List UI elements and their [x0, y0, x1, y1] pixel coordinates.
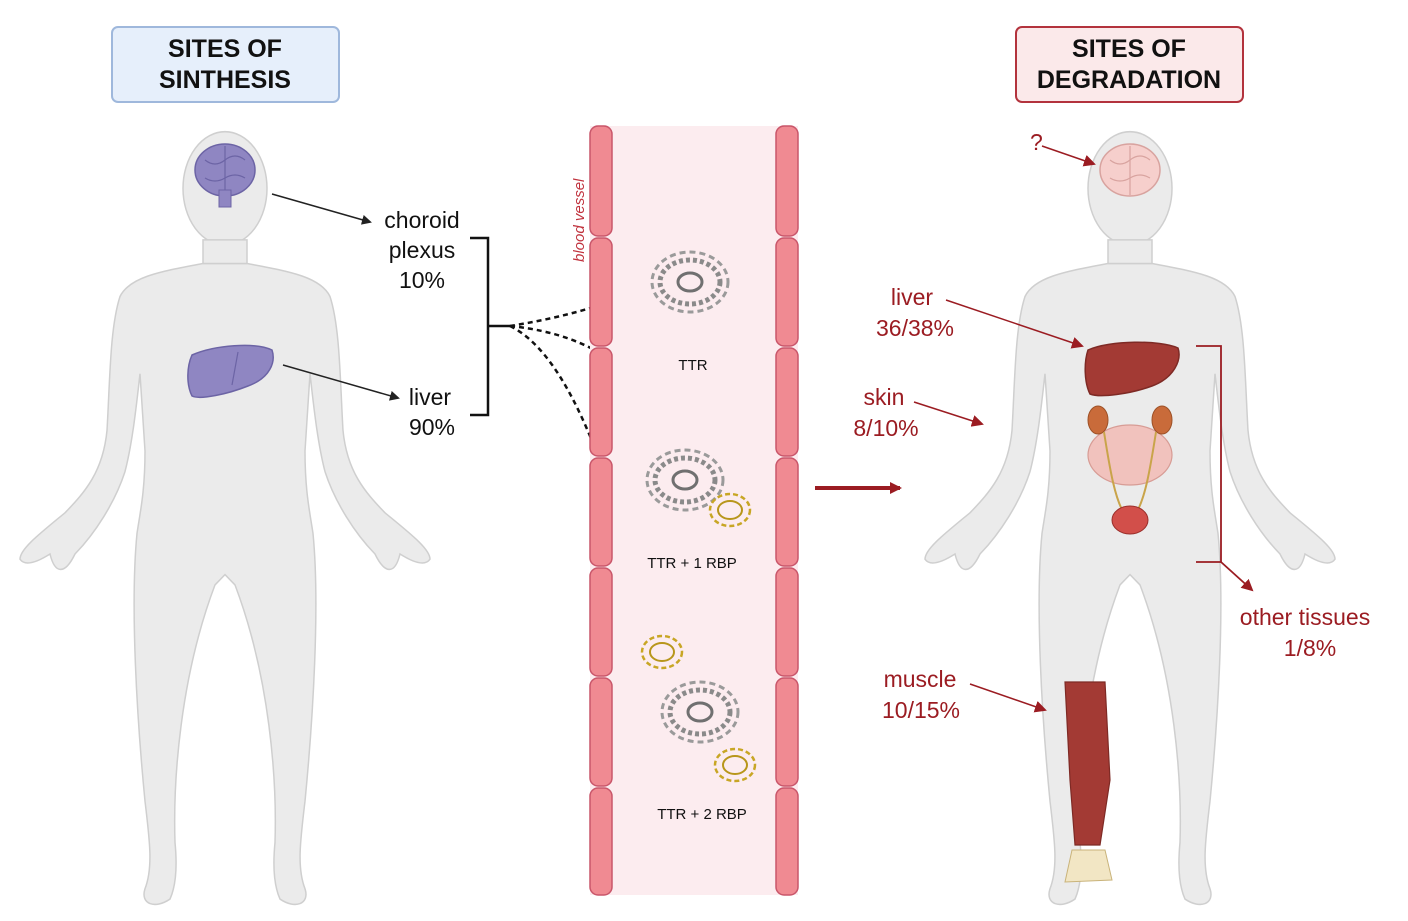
degradation-brain-icon	[1099, 143, 1161, 197]
degradation-title-line1: SITES OF	[1072, 35, 1186, 63]
liver-synthesis-percentage: 90%	[409, 414, 455, 440]
brain-unknown-mark: ?	[1030, 129, 1043, 155]
choroid-label-line2: plexus	[389, 237, 455, 263]
other-tissues-bracket	[1196, 345, 1222, 563]
ttr-2rbp-label: TTR + 2 RBP	[657, 806, 747, 823]
synthesis-body-figure	[19, 130, 431, 906]
degradation-title-box	[1015, 26, 1244, 103]
choroid-label-line1: choroid	[384, 207, 459, 233]
synthesis-brain-icon	[194, 143, 256, 208]
synthesis-title-line1: SITES OF	[168, 35, 282, 63]
synthesis-panel: SITES OF SINTHESIS choroid plexus 10% li…	[19, 26, 510, 906]
liver-degradation-percentage: 36/38%	[876, 315, 954, 341]
ttr-label: TTR	[678, 357, 707, 374]
skin-percentage: 8/10%	[853, 415, 918, 441]
degradation-leg-muscle-icon	[1064, 681, 1113, 883]
other-tissues-label: other tissues	[1240, 604, 1370, 630]
skin-arrow	[913, 401, 984, 427]
synthesis-title-line2: SINTHESIS	[159, 66, 291, 94]
muscle-label: muscle	[884, 666, 957, 692]
muscle-percentage: 10/15%	[882, 697, 960, 723]
synthesis-title-box	[111, 26, 340, 103]
blood-vessel: blood vessel TTR TTR + 1 RBP TTR + 2 RBP	[571, 125, 799, 896]
brain-degradation-arrow	[1041, 145, 1096, 167]
liver-synthesis-label: liver	[409, 384, 452, 410]
liver-synthesis-arrow	[282, 364, 400, 401]
muscle-arrow	[969, 683, 1047, 713]
degradation-liver-icon	[1084, 341, 1180, 397]
vessel-left-wall	[589, 125, 613, 896]
degradation-title-line2: DEGRADATION	[1037, 66, 1221, 94]
other-tissues-percentage: 1/8%	[1284, 635, 1336, 661]
degradation-organs-icon	[1087, 405, 1173, 535]
ttr-1rbp-label: TTR + 1 RBP	[647, 555, 737, 572]
degradation-panel: SITES OF DEGRADATION ? liver 36/38%	[853, 26, 1370, 906]
synthesis-bracket	[470, 236, 490, 417]
choroid-arrow	[271, 193, 372, 225]
choroid-percentage: 10%	[399, 267, 445, 293]
liver-degradation-label: liver	[891, 284, 934, 310]
skin-label: skin	[864, 384, 905, 410]
liver-degradation-arrow	[945, 299, 1084, 349]
other-tissues-arrow	[1220, 561, 1254, 592]
synthesis-liver-icon	[187, 344, 274, 398]
vessel-right-wall	[775, 125, 799, 896]
blood-vessel-label: blood vessel	[571, 178, 588, 262]
